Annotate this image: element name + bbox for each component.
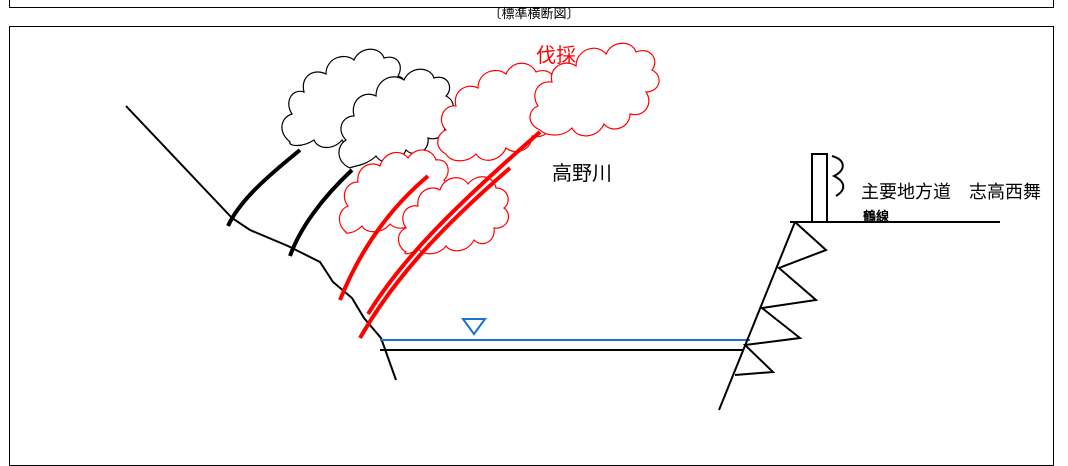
felling-tree-4: [529, 42, 660, 137]
guard-rail: [831, 155, 845, 197]
existing-tree-2: [288, 68, 454, 257]
water-level-marker: [461, 318, 487, 336]
road-name-label-line2: 鶴線: [863, 209, 890, 225]
left-bank-ground: [125, 105, 397, 381]
tree-trunk: [226, 148, 302, 227]
road-name-label: 主要地方道 志高西舞: [861, 182, 1041, 203]
felling-tree-2: [358, 166, 512, 339]
felling-tree-trunk-long: [366, 130, 542, 316]
right-bank-wall: [718, 221, 796, 411]
tree-canopy: [338, 68, 454, 169]
figure-caption: 〔標準横断図〕: [488, 7, 580, 22]
tree-trunk: [358, 166, 512, 339]
tree-trunk: [338, 174, 430, 301]
tree-trunk: [288, 168, 354, 257]
right-bank-teeth: [734, 221, 828, 376]
guard-post: [811, 153, 828, 223]
river-name-label: 高野川: [552, 161, 612, 185]
felling-label: 伐採: [536, 43, 576, 67]
cross-section-diagram: 伐採 高野川 主要地方道 志高西舞 鶴線: [125, 42, 1041, 411]
tree-canopy: [529, 42, 660, 137]
header-box: [9, 0, 1054, 8]
